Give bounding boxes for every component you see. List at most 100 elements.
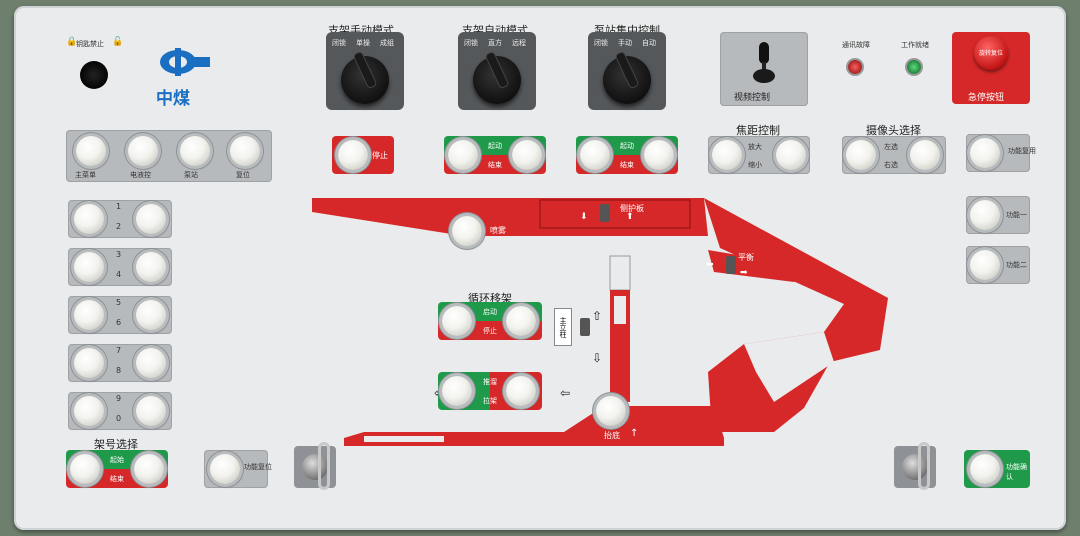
push-button[interactable] xyxy=(442,376,472,406)
pull-label: 拉架 xyxy=(483,396,497,405)
num-7-label: 7 xyxy=(116,346,122,355)
main-column-toggle[interactable] xyxy=(580,318,590,336)
pump-pos-2: 手动 xyxy=(618,39,632,47)
zoom-in-label: 放大 xyxy=(748,143,762,151)
pump-label: 泵站 xyxy=(184,171,198,179)
ehc-button[interactable] xyxy=(128,136,158,166)
num-0-label: 0 xyxy=(116,414,122,423)
hydraulic-support-diagram: ⇦ ⇦ ⇧ ⇩ xyxy=(312,198,888,446)
right-key-switch[interactable] xyxy=(894,442,936,490)
control-panel: 钥匙禁止 🔒 🔓 中煤 支架手动模式 闭锁 单操 成组 支架自动模式 闭锁 直方… xyxy=(14,6,1066,530)
estop-label: 急停按钮 xyxy=(968,93,1005,103)
lift-base-label: 抬底 xyxy=(604,431,620,440)
column-up-arrow-icon: ⇧ xyxy=(592,309,602,323)
num-0-button[interactable] xyxy=(136,396,166,426)
num-8-button[interactable] xyxy=(136,348,166,378)
manual-mode-knob[interactable] xyxy=(341,56,389,104)
canopy-beam xyxy=(312,198,708,236)
lift-base-button[interactable] xyxy=(596,396,626,426)
pump-mode-selector[interactable]: 闭锁 手动 自动 xyxy=(588,32,666,110)
camera-right-label: 右选 xyxy=(884,161,898,169)
manual-stop-button[interactable] xyxy=(338,140,368,170)
num-9-label: 9 xyxy=(116,394,122,403)
func-two-button[interactable] xyxy=(970,250,1000,280)
balance-left-icon: ⬅ xyxy=(706,260,714,270)
comm-fault-label: 通讯故障 xyxy=(842,41,870,49)
balance-toggle[interactable] xyxy=(726,256,736,274)
camera-left-button[interactable] xyxy=(846,140,876,170)
work-ready-lamp-icon xyxy=(907,60,921,74)
num-2-button[interactable] xyxy=(136,204,166,234)
reset-label: 复位 xyxy=(236,171,250,179)
key-lock-keyhole[interactable] xyxy=(80,61,108,89)
estop-cap-text: 旋转复位 xyxy=(979,50,1004,57)
func-reuse-button[interactable] xyxy=(970,138,1000,168)
column-down-arrow-icon: ⇩ xyxy=(592,351,602,365)
left-key-switch[interactable] xyxy=(294,442,336,490)
camera-right-button[interactable] xyxy=(910,140,940,170)
zoom-out-label: 缩小 xyxy=(748,161,762,169)
rack-start-button[interactable] xyxy=(70,454,100,484)
manual-pos-2: 单操 xyxy=(356,39,370,47)
func-one-button[interactable] xyxy=(970,200,1000,230)
auto-pos-3: 远程 xyxy=(512,39,526,47)
num-7-button[interactable] xyxy=(74,348,104,378)
side-guard-outline xyxy=(539,199,691,229)
manual-mode-selector[interactable]: 闭锁 单操 成组 xyxy=(326,32,404,110)
joystick-icon[interactable] xyxy=(752,42,776,84)
reset-button[interactable] xyxy=(230,136,260,166)
num-9-button[interactable] xyxy=(74,396,104,426)
num-1-label: 1 xyxy=(116,202,122,211)
cycle-stop-button[interactable] xyxy=(506,306,536,336)
pull-button[interactable] xyxy=(506,376,536,406)
auto-start-label: 起动 xyxy=(488,141,502,150)
pump-mode-knob[interactable] xyxy=(603,56,651,104)
rack-end-label: 结束 xyxy=(110,474,124,483)
auto-end-button[interactable] xyxy=(512,140,542,170)
auto-mode-knob[interactable] xyxy=(473,56,521,104)
pump-start-button[interactable] xyxy=(580,140,610,170)
rack-select-title: 架号选择 xyxy=(94,438,138,451)
num-3-button[interactable] xyxy=(74,252,104,282)
num-5-label: 5 xyxy=(116,298,122,307)
main-column-label: 主立柱 xyxy=(554,308,572,346)
pump-button[interactable] xyxy=(180,136,210,166)
side-guard-toggle[interactable] xyxy=(600,204,610,222)
auto-pos-2: 直方 xyxy=(488,39,502,47)
manual-pos-1: 闭锁 xyxy=(332,39,346,47)
pump-end-button[interactable] xyxy=(644,140,674,170)
num-8-label: 8 xyxy=(116,366,122,375)
num-6-label: 6 xyxy=(116,318,122,327)
num-6-button[interactable] xyxy=(136,300,166,330)
auto-mode-selector[interactable]: 闭锁 直方 远程 xyxy=(458,32,536,110)
zoom-in-button[interactable] xyxy=(712,140,742,170)
side-guard-up-icon: ⬆ xyxy=(626,212,634,222)
num-5-button[interactable] xyxy=(74,300,104,330)
pump-pos-1: 闭锁 xyxy=(594,39,608,47)
func-confirm-label: 功能确认 xyxy=(1006,463,1027,481)
logo-text: 中煤 xyxy=(156,89,190,109)
num-2-label: 2 xyxy=(116,222,122,231)
func-confirm-button[interactable] xyxy=(970,454,1000,484)
spray-button[interactable] xyxy=(452,216,482,246)
auto-end-label: 结束 xyxy=(488,160,502,169)
func-two-label: 功能二 xyxy=(1006,261,1027,269)
auto-start-button[interactable] xyxy=(448,140,478,170)
cycle-start-button[interactable] xyxy=(442,306,472,336)
num-1-button[interactable] xyxy=(74,204,104,234)
lock-open-icon: 🔓 xyxy=(112,37,124,47)
num-4-button[interactable] xyxy=(136,252,166,282)
joystick-label: 视频控制 xyxy=(734,93,771,103)
main-menu-button[interactable] xyxy=(76,136,106,166)
zoom-out-button[interactable] xyxy=(776,140,806,170)
num-3-label: 3 xyxy=(116,250,122,259)
estop-button[interactable]: 旋转复位 xyxy=(974,36,1008,70)
rack-end-button[interactable] xyxy=(134,454,164,484)
main-menu-label: 主菜单 xyxy=(75,171,96,179)
pump-pos-3: 自动 xyxy=(642,39,656,47)
china-coal-logo-icon xyxy=(156,48,216,80)
rack-start-label: 起始 xyxy=(110,455,124,464)
auto-pos-1: 闭锁 xyxy=(464,39,478,47)
pump-start-label: 起动 xyxy=(620,141,634,150)
func-reset-button[interactable] xyxy=(210,454,240,484)
